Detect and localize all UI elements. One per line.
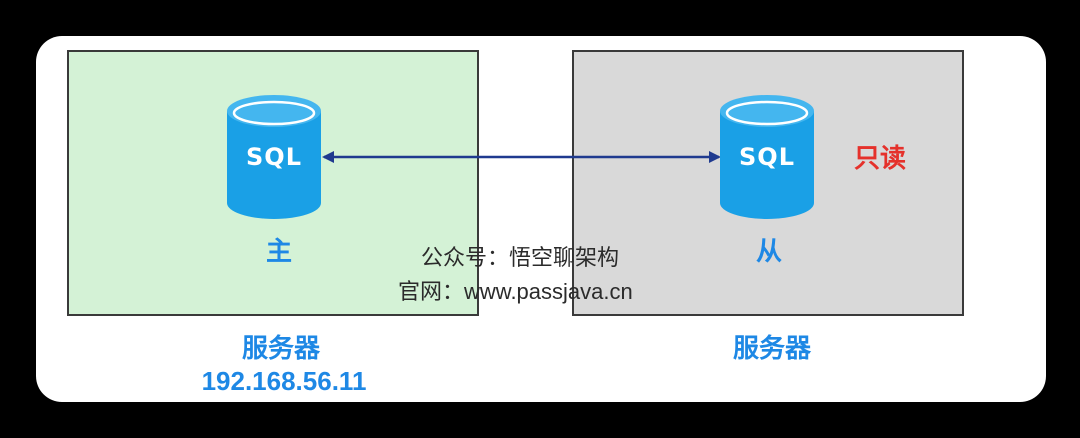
watermark-website: 官网：www.passjava.cn — [398, 279, 633, 304]
master-database-icon: SQL — [227, 95, 321, 219]
slave-role-label: 从 — [755, 237, 782, 267]
slave-db-label: SQL — [739, 143, 795, 171]
master-db-label: SQL — [246, 143, 302, 171]
master-server-label: 服务器 — [241, 334, 320, 364]
diagram-canvas: SQL SQL 主 从 只读 公众号：悟空聊架构 官网：www.passjava… — [36, 36, 1046, 402]
master-ip-address: 192.168.56.11 — [201, 366, 367, 396]
slave-server-label: 服务器 — [732, 334, 811, 364]
master-role-label: 主 — [265, 237, 292, 267]
watermark-account: 公众号：悟空聊架构 — [421, 246, 620, 271]
readonly-badge: 只读 — [854, 144, 907, 174]
slave-database-icon: SQL — [720, 95, 814, 219]
